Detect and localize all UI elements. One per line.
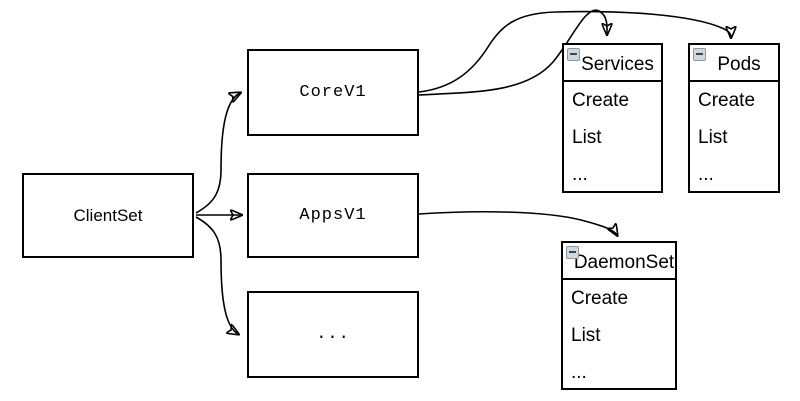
node-appsv1: AppsV1: [247, 173, 419, 258]
classbox-services-title: Services: [581, 54, 654, 75]
classbox-services: Services Create List ...: [562, 43, 663, 193]
classbox-daemonset: DaemonSet Create List ...: [561, 241, 677, 390]
collapse-minus-icon: [566, 246, 579, 259]
node-clientset-label: ClientSet: [73, 205, 143, 225]
classbox-method: ...: [571, 362, 587, 383]
classbox-method: Create: [571, 288, 629, 309]
classbox-services-body: Create List ...: [564, 82, 661, 193]
classbox-method: List: [571, 325, 601, 346]
classbox-pods: Pods Create List ...: [688, 43, 780, 193]
classbox-daemonset-title: DaemonSet: [573, 252, 675, 273]
node-clientset: ClientSet: [22, 173, 194, 258]
classbox-method: Create: [698, 90, 756, 111]
classbox-pods-body: Create List ...: [690, 82, 778, 193]
classbox-method: List: [572, 127, 602, 148]
collapse-minus-icon: [693, 48, 706, 61]
edge-clientset-ellipsis: [195, 216, 238, 334]
classbox-services-header: Services: [564, 45, 661, 82]
classbox-method: List: [698, 127, 728, 148]
classbox-daemonset-header: DaemonSet: [563, 243, 675, 280]
edge-appsv1-daemonset: [418, 210, 617, 235]
node-ellipsis-label: ...: [316, 325, 350, 344]
classbox-method: Create: [572, 90, 630, 111]
classbox-pods-title: Pods: [717, 54, 761, 75]
edge-clientset-corev1: [195, 93, 240, 214]
classbox-daemonset-body: Create List ...: [563, 280, 675, 391]
classbox-method: ...: [698, 164, 714, 185]
classbox-method: ...: [572, 164, 588, 185]
classbox-pods-header: Pods: [690, 45, 778, 82]
node-ellipsis: ...: [247, 291, 419, 378]
node-corev1-label: CoreV1: [299, 83, 367, 102]
collapse-minus-icon: [567, 48, 580, 61]
node-corev1: CoreV1: [247, 49, 419, 136]
node-appsv1-label: AppsV1: [299, 206, 367, 225]
